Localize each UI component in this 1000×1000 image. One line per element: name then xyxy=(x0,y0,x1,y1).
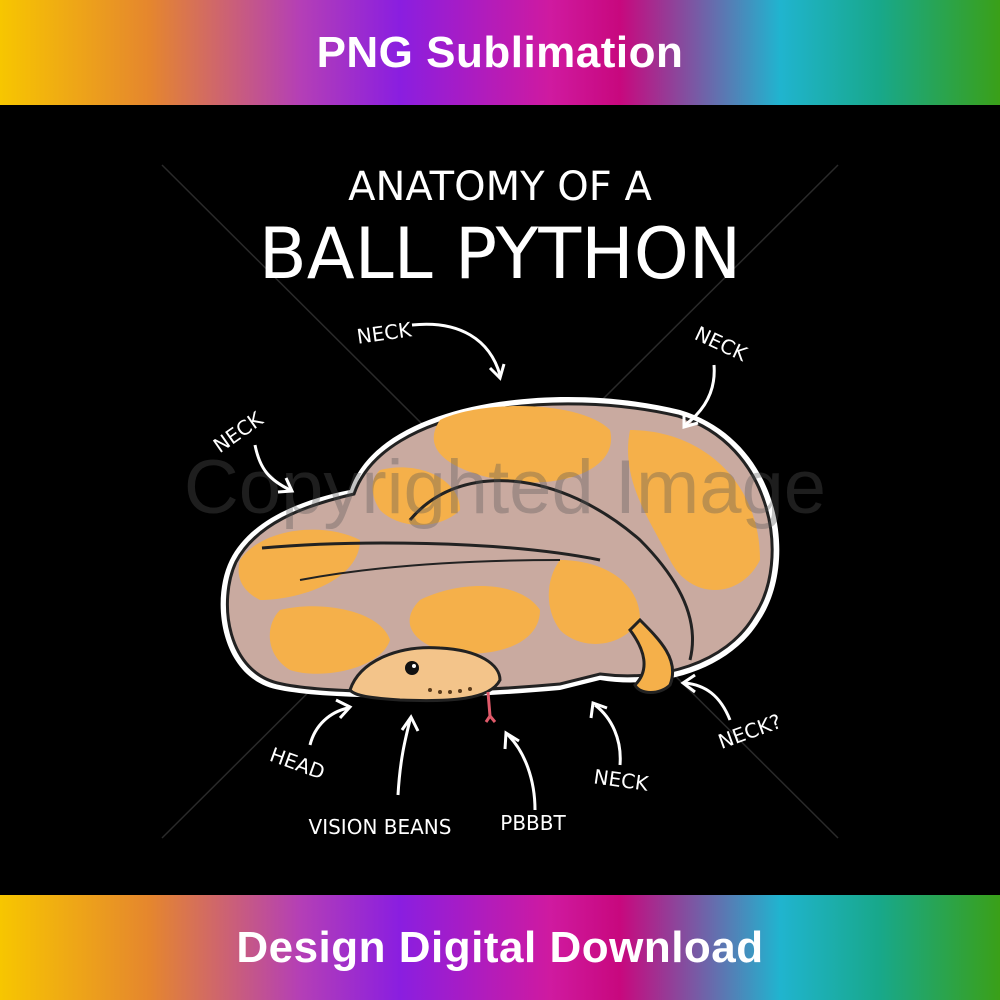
label-neck-top: NECK xyxy=(355,317,413,348)
snake xyxy=(220,396,780,723)
top-banner-text: PNG Sublimation xyxy=(316,27,684,77)
tongue xyxy=(484,691,497,723)
label-neck-bottom: NECK xyxy=(592,764,650,795)
arrows xyxy=(253,322,732,811)
label-pbbbt: PBBBT xyxy=(500,811,566,835)
bottom-banner-text: Design Digital Download xyxy=(236,922,764,972)
label-neck-question: NECK? xyxy=(715,709,785,754)
label-head: HEAD xyxy=(267,742,329,784)
ball-python-illustration: ANATOMY OF A BALL PYTHON Copyrighted Ima… xyxy=(161,164,839,839)
label-vision-beans: VISION BEANS xyxy=(309,815,452,839)
eye-icon xyxy=(405,661,419,675)
watermark-text: Copyrighted Image xyxy=(184,445,826,530)
label-neck-right: NECK xyxy=(691,321,751,366)
title-line2: BALL PYTHON xyxy=(259,213,741,295)
title-line1: ANATOMY OF A xyxy=(348,164,652,210)
bottom-banner: Design Digital Download xyxy=(0,895,1000,1000)
top-banner: PNG Sublimation xyxy=(0,0,1000,105)
